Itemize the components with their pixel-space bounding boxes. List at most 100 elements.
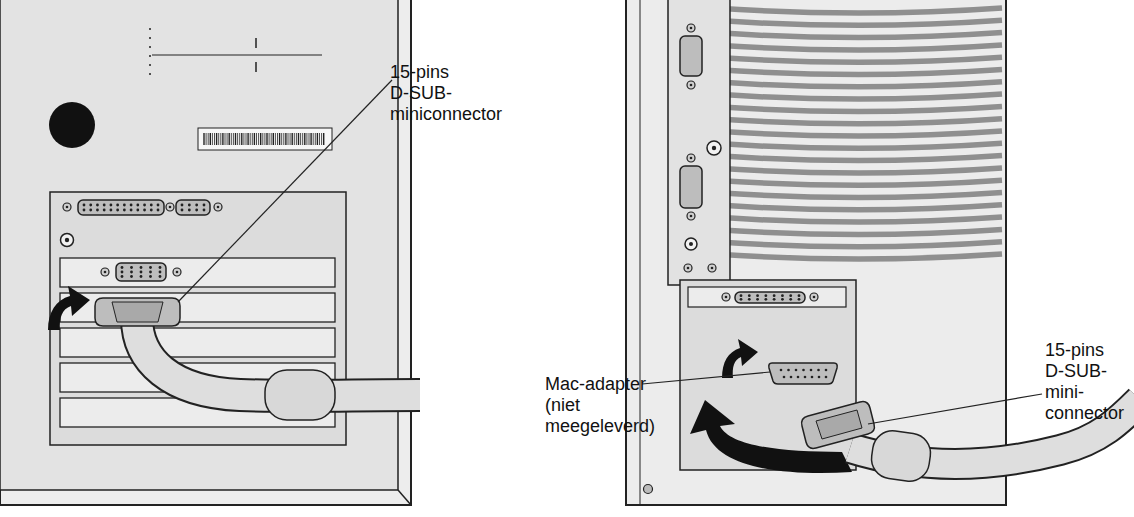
- screw: [687, 81, 695, 89]
- pin-hole: [811, 376, 814, 379]
- barcode-sticker: [198, 128, 332, 150]
- barcode-bar: [317, 133, 318, 145]
- barcode-bar: [296, 133, 297, 145]
- barcode-bar: [310, 133, 311, 145]
- barcode-bar: [283, 133, 284, 145]
- barcode-bar: [237, 133, 238, 145]
- barcode-bar: [304, 133, 305, 145]
- callout-label: 15-pins D-SUB- miniconnector: [390, 62, 520, 125]
- card-panel: [668, 0, 730, 285]
- expansion-panel: [50, 192, 346, 445]
- pin-hole: [781, 294, 784, 297]
- pin-hole: [130, 204, 133, 207]
- screw-hole: [690, 157, 693, 160]
- pin-hole: [195, 209, 198, 212]
- audio-jack: [685, 238, 697, 250]
- vent-louver: [714, 20, 1002, 25]
- insert-arrow: [48, 286, 90, 330]
- barcode-bar: [323, 133, 324, 145]
- vent-louver: [714, 119, 1002, 124]
- audio-jack-hole: [689, 242, 693, 246]
- pin-hole: [130, 209, 133, 212]
- barcode-bar: [208, 133, 209, 145]
- barcode-bar: [227, 133, 228, 145]
- barcode-bar: [222, 133, 223, 145]
- pin-hole: [157, 209, 160, 212]
- screw-hole: [725, 296, 728, 299]
- barcode-bar: [281, 133, 282, 145]
- panel-mark: [152, 54, 322, 55]
- barcode-bar: [258, 133, 259, 145]
- barcode-bar: [302, 133, 303, 145]
- pin-hole: [83, 209, 86, 212]
- mac-rear-panel: [626, 0, 1134, 505]
- barcode-bar: [250, 133, 251, 145]
- barcode-bar: [210, 133, 211, 145]
- pin-hole: [121, 275, 124, 278]
- vent-louver: [714, 131, 1002, 136]
- audio-jack-hole: [65, 238, 69, 242]
- vent-louver: [714, 205, 1002, 210]
- screw-hole: [66, 206, 69, 209]
- pin-hole: [740, 294, 743, 297]
- pin-hole: [181, 209, 184, 212]
- pin-hole: [136, 209, 139, 212]
- pin-hole: [797, 376, 800, 379]
- vent-louver: [714, 180, 1002, 185]
- pin-hole: [103, 204, 106, 207]
- case-bevel: [0, 490, 1, 505]
- barcode-bar: [233, 133, 234, 145]
- barcode-bar: [203, 133, 204, 145]
- barcode-bar: [225, 133, 226, 145]
- barcode-bar: [264, 133, 265, 145]
- barcode-bar: [271, 133, 272, 145]
- screw: [722, 293, 730, 301]
- ferrite-core: [869, 428, 933, 484]
- barcode-bar: [214, 133, 215, 145]
- pin-hole: [143, 209, 146, 212]
- vent-louver: [714, 254, 1002, 259]
- pc-case-outline: [0, 0, 411, 505]
- screw-hole: [687, 267, 690, 270]
- pin-hole: [150, 204, 153, 207]
- pin-hole: [789, 294, 792, 297]
- pin-hole: [123, 209, 126, 212]
- pin-hole: [188, 209, 191, 212]
- pin-hole: [121, 271, 124, 274]
- vent-louver: [714, 242, 1002, 247]
- barcode-bar: [285, 133, 286, 145]
- barcode-bar: [275, 133, 276, 145]
- barcode-bar: [321, 133, 322, 145]
- screw: [708, 264, 716, 272]
- barcode-bar: [319, 133, 320, 145]
- screw-hole: [690, 215, 693, 218]
- pin-hole: [188, 204, 191, 207]
- pin-hole: [140, 266, 143, 269]
- pin-hole: [150, 209, 153, 212]
- vent-louver: [714, 106, 1002, 111]
- serial-port: [680, 36, 702, 76]
- barcode-bar: [292, 133, 293, 145]
- barcode-bar: [277, 133, 278, 145]
- callout-label: Mac-adapter (niet meegeleverd): [545, 374, 675, 437]
- pin-hole: [203, 209, 206, 212]
- pin-hole: [756, 298, 759, 301]
- pc-case-inner: [0, 0, 398, 490]
- audio-jack: [61, 234, 74, 247]
- power-socket: [49, 102, 95, 148]
- barcode-bar: [313, 133, 314, 145]
- pin-hole: [817, 369, 820, 372]
- barcode-bar: [266, 133, 267, 145]
- vent-louver: [714, 8, 1002, 13]
- barcode-bar: [315, 133, 316, 145]
- barcode-bar: [279, 133, 280, 145]
- barcode-bar: [254, 133, 255, 145]
- barcode-bar: [273, 133, 274, 145]
- plug-body: [95, 298, 180, 326]
- panel-mark: [255, 62, 257, 72]
- pin-hole: [149, 275, 152, 278]
- pin-hole: [149, 271, 152, 274]
- expansion-slot: [60, 258, 335, 287]
- vent-louver: [714, 156, 1002, 161]
